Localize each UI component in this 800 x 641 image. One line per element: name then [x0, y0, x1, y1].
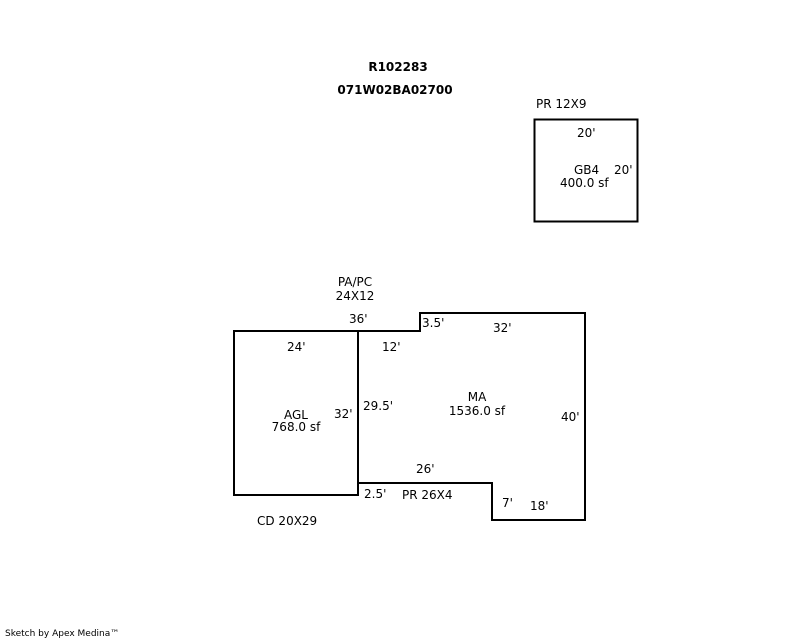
agl-right-dim: 32' [334, 407, 353, 421]
gb4-code: GB4 [574, 163, 600, 177]
agl-area: 768.0 sf [271, 420, 321, 434]
gb4-area: 400.0 sf [560, 176, 609, 190]
map-number: 071W02BA02700 [337, 83, 453, 97]
ma-code: MA [467, 390, 487, 404]
footer-credit: Sketch by Apex Medina™ [5, 629, 120, 639]
ma-step-dim: 3.5' [422, 316, 445, 330]
ma-left-top-dim: 12' [382, 340, 401, 354]
ma-bottom-dim: 26' [416, 462, 435, 476]
ma-left-dim: 29.5' [363, 399, 394, 413]
agl-top-dim: 24' [287, 340, 306, 354]
ma-right-dim: 40' [561, 410, 580, 424]
gb4-label-above: PR 12X9 [536, 97, 587, 111]
ma-notch-bottom-dim: 18' [530, 499, 549, 513]
pr-bottom-label: PR 26X4 [402, 488, 453, 502]
ma-outline [357, 312, 586, 521]
porch-dims: 24X12 [335, 289, 375, 303]
ma-area: 1536.0 sf [448, 404, 506, 418]
agl-label-below: CD 20X29 [257, 514, 318, 528]
gb4-outline [533, 118, 639, 223]
agl-code: AGL [284, 408, 308, 422]
ma-above-span: 36' [349, 312, 368, 326]
parcel-id: R102283 [368, 60, 428, 74]
gb4-top-dim: 20' [577, 126, 596, 140]
gb4-right-dim: 20' [614, 163, 633, 177]
ma-top-dim: 32' [493, 321, 512, 335]
ma-notch-left-dim: 2.5' [364, 487, 387, 501]
porch-label: PA/PC [337, 275, 373, 289]
ma-notch-vertical-dim: 7' [502, 496, 513, 510]
